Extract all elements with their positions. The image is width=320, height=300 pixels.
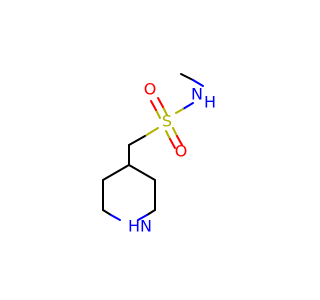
bond-methyl-to-nitrogen [180, 73, 194, 81]
atom-oxygen-bottom: O [175, 142, 188, 161]
ring-bond-lower-right-c-side [146, 209, 156, 216]
bond-sulfur-to-methylene-s-side [144, 127, 159, 137]
atom-hydrogen-ring: H [128, 217, 140, 236]
atom-nitrogen-ring: N [140, 217, 152, 236]
bond-nitrogen-to-sulfur-n-side [182, 102, 194, 110]
bond-sulfur-to-methylene-c-side [128, 135, 146, 146]
bond-sulfur-oxygen-bottom-s-b [165, 130, 171, 140]
bond-sulfur-oxygen-top-o-a [157, 97, 164, 108]
bond-nitrogen-to-sulfur-s-side [175, 108, 184, 114]
bond-sulfur-oxygen-top-s-b [155, 109, 161, 119]
bond-methyl-to-nitrogen-n-side [192, 79, 204, 87]
ring-bond-top-left [102, 164, 130, 181]
molecule-structure-diagram: O N H S O N H [102, 73, 216, 236]
bond-sulfur-oxygen-bottom-s-a [172, 127, 178, 137]
atom-oxygen-top: O [144, 80, 157, 99]
bond-sulfur-oxygen-top-s-a [162, 106, 168, 116]
ring-bond-lower-left-n-side [110, 214, 121, 221]
bond-sulfur-oxygen-top-o-b [150, 100, 157, 111]
ring-bond-lower-left-c-side [102, 209, 112, 216]
atom-nitrogen-amide: N [191, 85, 203, 104]
ring-bond-top-right [128, 164, 156, 181]
bond-sulfur-oxygen-bottom-o-b [169, 138, 176, 149]
ring-bond-lower-right-n-side [137, 214, 148, 221]
atom-sulfur: S [162, 112, 172, 131]
atom-hydrogen-amide: H [204, 93, 216, 112]
bond-sulfur-oxygen-bottom-o-a [176, 135, 183, 146]
